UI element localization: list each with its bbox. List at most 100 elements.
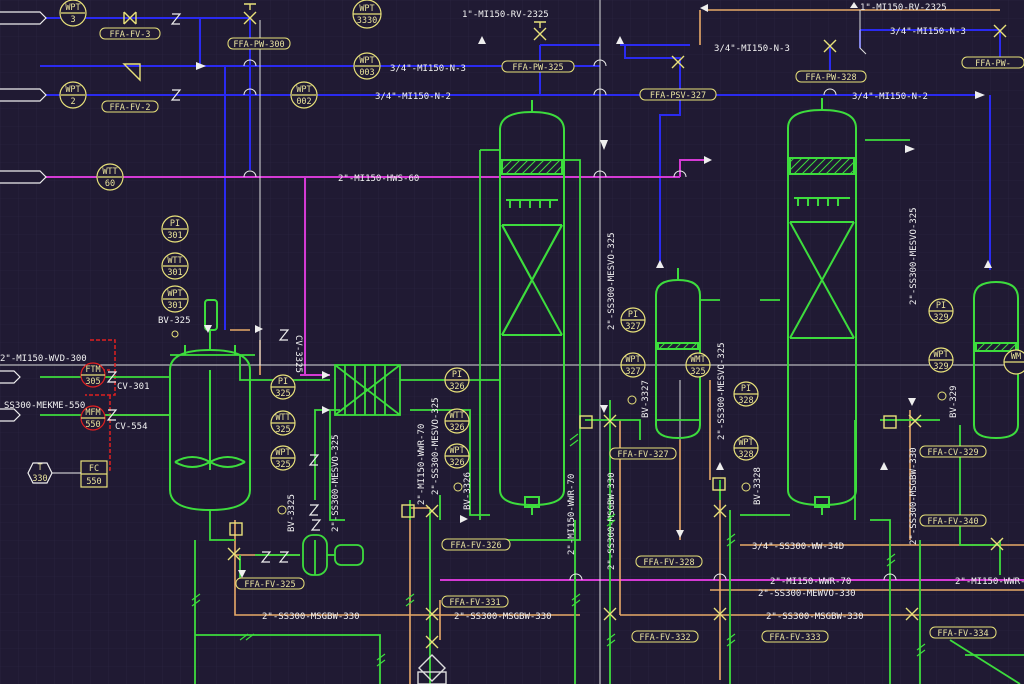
separator-vessel-1 [655,268,701,440]
svg-text:WPT: WPT [65,3,80,13]
svg-text:301: 301 [167,231,182,241]
svg-text:PI: PI [628,310,638,320]
tag-ffa-fv-327[interactable]: FFA-FV-327 [609,447,677,460]
tag-ffa-fv-332[interactable]: FFA-FV-332 [631,630,699,643]
svg-text:FFA-FV-325: FFA-FV-325 [244,580,295,590]
label-bv-3327: BV-3327 [641,380,651,418]
box-t-330[interactable]: T 330 [27,462,53,484]
pump [302,534,364,576]
tag-ffa-psv-327[interactable]: FFA-PSV-327 [639,88,717,101]
tag-ffa-fv-333[interactable]: FFA-FV-333 [761,630,829,643]
svg-text:FTM: FTM [85,365,100,375]
label-bv-3326: BV-3326 [463,472,473,510]
svg-text:326: 326 [449,382,464,392]
valve-actuators [171,330,947,515]
label-wwr-70-v: 2"-MI150-WWR-70 [417,424,427,505]
instrument-wpt-3[interactable]: WPT 3 [59,0,87,27]
svg-text:FC: FC [89,464,99,474]
svg-text:FFA-FV-331: FFA-FV-331 [449,598,500,608]
label-mesvo-325-v1: 2"-SS300-MESVO-325 [331,434,341,532]
svg-text:3: 3 [70,15,75,25]
svg-text:301: 301 [167,268,182,278]
tag-ffa-fv-326[interactable]: FFA-FV-326 [441,538,511,551]
green-process-lines [40,139,1024,684]
instrument-pi-327[interactable]: PI 327 [620,307,646,333]
tag-ffa-fv-2[interactable]: FFA-FV-2 [101,100,159,113]
label-mesvo-325-v4: 2"-SS300-MESVO-325 [717,342,727,440]
svg-text:WPT: WPT [275,448,290,458]
flow-arrows [196,2,992,578]
pipe-ends [0,11,47,422]
svg-text:MFM: MFM [85,408,100,418]
svg-text:330: 330 [32,474,47,484]
svg-text:WTT: WTT [449,411,464,421]
instrument-wm-right[interactable]: WM [1003,349,1024,375]
svg-text:WTT: WTT [167,256,182,266]
label-cv-554: CV-554 [115,422,148,432]
svg-text:60: 60 [105,179,115,189]
tag-ffa-fv-3[interactable]: FFA-FV-3 [99,27,161,40]
tag-ffa-cv-329[interactable]: FFA-CV-329 [919,445,987,458]
svg-text:FFA-FV-2: FFA-FV-2 [110,103,151,113]
label-rv-2325-mid: 1"-MI150-RV-2325 [860,3,947,13]
svg-text:FFA-FV-340: FFA-FV-340 [927,517,978,527]
heat-exchanger [334,364,401,416]
check-valves [106,13,322,563]
label-bv-329: BV-329 [949,385,959,418]
tag-ffa-fv-340[interactable]: FFA-FV-340 [919,514,987,527]
instrument-wtt-301[interactable]: WTT 301 [161,252,189,280]
svg-text:PI: PI [741,384,751,394]
svg-text:WPT: WPT [65,85,80,95]
tag-ffa-fv-334[interactable]: FFA-FV-334 [929,626,997,639]
tag-ffa-pw-325[interactable]: FFA-PW-325 [501,60,575,73]
valve-tags: FFA-FV-3 FFA-PW-300 FFA-PW-325 FFA-PW-32… [99,27,1024,643]
svg-text:326: 326 [449,423,464,433]
tag-ffa-pw-328[interactable]: FFA-PW-328 [795,70,867,83]
svg-text:WTT: WTT [275,413,290,423]
instrument-wtt-326[interactable]: WTT 326 [444,408,470,434]
svg-text:FFA-FV-327: FFA-FV-327 [617,450,668,460]
tag-ffa-fv-331[interactable]: FFA-FV-331 [441,595,509,608]
pipe-crossings [243,59,897,581]
svg-text:WPT: WPT [625,355,640,365]
svg-text:326: 326 [449,458,464,468]
label-cv-301: CV-301 [117,382,150,392]
svg-text:FFA-PW-328: FFA-PW-328 [805,73,856,83]
label-mesvo-325-v5: 2"-SS300-MESVO-325 [909,207,919,305]
label-wwr-70-h2: 2"-MI150-WWR- [955,577,1024,587]
tag-ffa-pw-right[interactable]: FFA-PW- [961,56,1024,69]
tag-ffa-fv-328[interactable]: FFA-FV-328 [635,555,703,568]
label-wvd-300: 2"-MI150-WVD-300 [0,354,87,364]
label-ww-34d: 3/4"-SS300-WW-34D [752,542,844,552]
svg-text:FFA-FV-328: FFA-FV-328 [643,558,694,568]
svg-text:T: T [37,463,42,473]
svg-text:327: 327 [625,322,640,332]
svg-text:329: 329 [933,362,948,372]
box-fc-550[interactable]: FC 550 [80,460,108,488]
tag-ffa-fv-325[interactable]: FFA-FV-325 [235,577,305,590]
svg-text:550: 550 [86,477,101,487]
tag-ffa-pw-300[interactable]: FFA-PW-300 [227,37,291,50]
label-msgbw-330-h1: 2"-SS300-MSGBW-330 [262,612,360,622]
